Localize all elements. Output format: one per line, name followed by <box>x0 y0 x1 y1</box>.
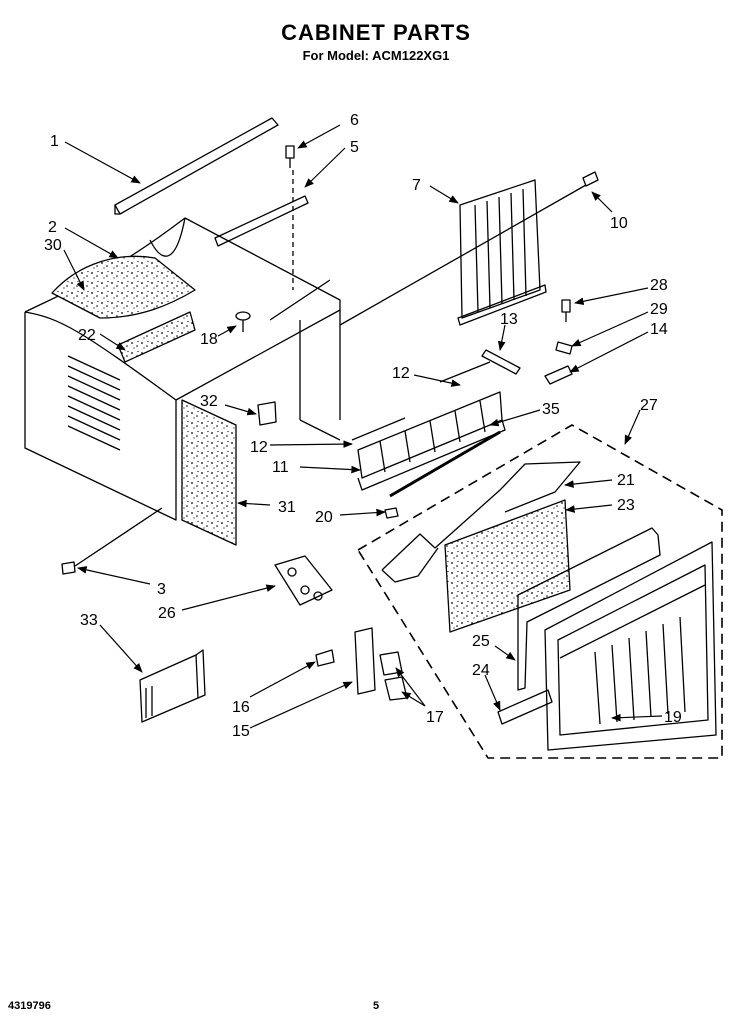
callout-12-upper: 12 <box>392 365 410 382</box>
air-shroud-part <box>357 391 506 498</box>
callout-31: 31 <box>278 499 296 516</box>
rod-part <box>439 361 491 383</box>
callout-25: 25 <box>472 633 490 650</box>
callout-26: 26 <box>158 605 176 622</box>
filter-block-part <box>139 649 206 723</box>
screw-icon <box>582 171 599 187</box>
callout-1: 1 <box>50 133 59 150</box>
callout-16: 16 <box>232 699 250 716</box>
callout-18: 18 <box>200 331 218 348</box>
callout-21: 21 <box>617 472 635 489</box>
callout-22: 22 <box>78 327 96 344</box>
top-bracket-part <box>214 195 309 247</box>
callout-11: 11 <box>272 459 289 476</box>
knob-part <box>384 676 408 701</box>
screw-icon <box>285 145 295 168</box>
model-subtitle: For Model: ACM122XG1 <box>302 48 450 63</box>
clip-part <box>257 401 277 426</box>
callout-15: 15 <box>232 723 250 740</box>
callout-30: 30 <box>44 237 62 254</box>
callout-24: 24 <box>472 662 490 679</box>
bottom-strip-part <box>497 689 553 725</box>
screw-icon <box>384 507 399 519</box>
callout-33: 33 <box>80 612 98 629</box>
callout-12-lower: 12 <box>250 439 268 456</box>
cabinet-wrapper-part <box>24 217 341 521</box>
filter-wire-part <box>381 461 581 583</box>
callout-23: 23 <box>617 497 635 514</box>
clip-part <box>544 365 573 385</box>
knob-connector-part <box>315 649 335 667</box>
callout-14: 14 <box>650 321 668 338</box>
screw-icon <box>561 299 571 322</box>
page-number: 5 <box>372 1000 380 1012</box>
mounting-bracket-part <box>274 555 333 606</box>
callout-17: 17 <box>426 709 444 726</box>
callout-2: 2 <box>48 219 57 236</box>
callout-10: 10 <box>610 215 628 232</box>
callout-29: 29 <box>650 301 668 318</box>
callout-3: 3 <box>157 581 166 598</box>
plug-part <box>235 311 251 332</box>
diagram-title: CABINET PARTS <box>281 20 471 45</box>
callout-28: 28 <box>650 277 668 294</box>
clip-part <box>555 341 573 355</box>
callout-5: 5 <box>350 139 359 156</box>
front-filter-part <box>444 499 571 633</box>
top-rail-part <box>114 117 279 215</box>
filter-part <box>181 399 237 546</box>
rod-part <box>351 417 406 441</box>
callout-13: 13 <box>500 311 518 328</box>
callout-6: 6 <box>350 112 359 129</box>
callout-32: 32 <box>200 393 218 410</box>
side-louvers <box>67 355 121 451</box>
front-panel-group-outline <box>357 424 723 759</box>
callout-35: 35 <box>542 401 560 418</box>
side-foam-part <box>117 311 196 363</box>
document-number: 4319796 <box>8 1000 51 1012</box>
callout-7: 7 <box>412 177 421 194</box>
front-grille-part <box>544 541 717 751</box>
screw-icon <box>61 561 76 575</box>
callout-27: 27 <box>640 397 658 414</box>
rear-grille-part <box>457 179 547 326</box>
callout-19: 19 <box>664 709 682 726</box>
switch-bracket-part <box>354 627 376 695</box>
callout-20: 20 <box>315 509 333 526</box>
bracket-part <box>481 349 521 375</box>
gasket-part <box>517 527 661 691</box>
top-foam-part <box>51 255 196 319</box>
